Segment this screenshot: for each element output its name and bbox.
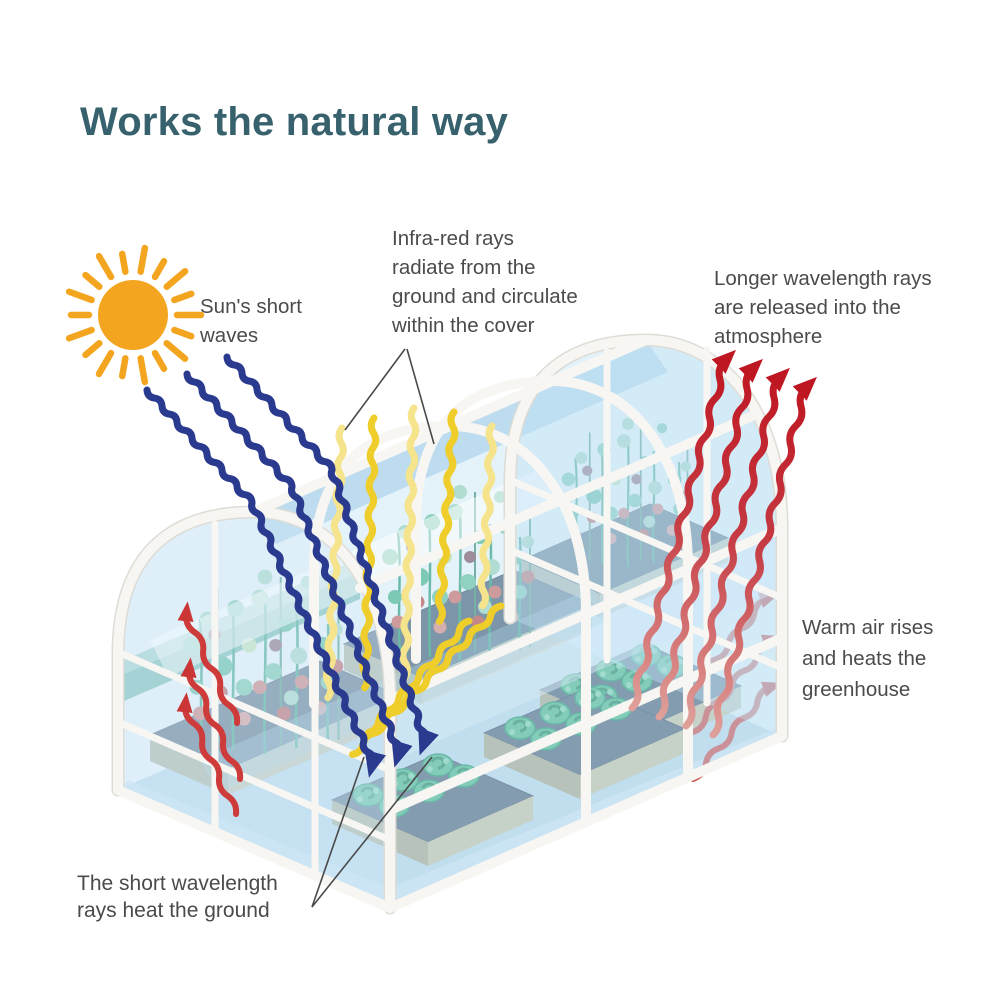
label-line: waves [200, 324, 259, 347]
label-line: The short wavelength [77, 872, 278, 895]
label-line: and heats the [802, 647, 927, 670]
label-line: are released into the [714, 296, 901, 319]
label-line: atmosphere [714, 325, 823, 348]
label-line: Sun's short [200, 295, 302, 318]
greenhouse-cover [118, 340, 782, 908]
page-title: Works the natural way [80, 100, 509, 144]
label-line: greenhouse [802, 678, 911, 701]
label-line: Longer wavelength rays [714, 267, 932, 290]
label-warm-air: Warm air rises and heats the greenhouse [802, 612, 972, 705]
label-sun-short-waves: Sun's short waves [200, 292, 340, 350]
pointer-lines [311, 348, 435, 908]
sun-icon [65, 244, 205, 386]
label-line: within the cover [392, 314, 535, 337]
label-line: ground and circulate [392, 285, 578, 308]
label-line: Warm air rises [802, 616, 934, 639]
label-infrared-rays: Infra-red rays radiate from the ground a… [392, 224, 622, 340]
label-released-rays: Longer wavelength rays are released into… [714, 264, 964, 351]
label-line: Infra-red rays [392, 227, 514, 250]
label-line: radiate from the [392, 256, 536, 279]
label-line: rays heat the ground [77, 899, 270, 922]
label-ground-heat: The short wavelength rays heat the groun… [77, 870, 327, 924]
